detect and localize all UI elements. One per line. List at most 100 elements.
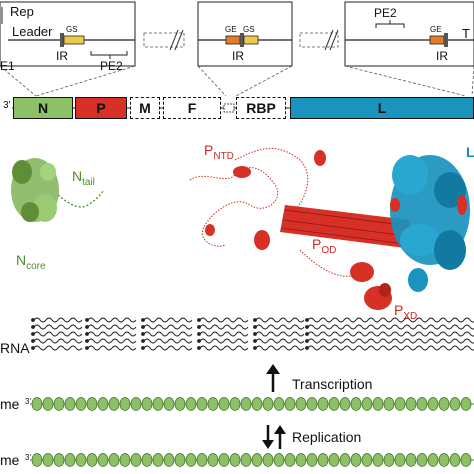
mrna-wave	[87, 345, 137, 351]
nucleoprotein-bead	[339, 453, 351, 467]
mrna-cap-dot	[141, 346, 145, 350]
mrna-cap-dot	[305, 339, 309, 343]
nucleoprotein-bead	[229, 453, 241, 467]
nucleoprotein-bead	[361, 397, 373, 411]
antigenome-3prime: 3'	[25, 453, 31, 462]
nucleoprotein-bead	[53, 397, 65, 411]
nucleoprotein-bead	[108, 453, 120, 467]
nucleoprotein-bead	[438, 453, 450, 467]
n-core-label: Ncore	[16, 252, 46, 272]
nucleoprotein-bead	[42, 397, 54, 411]
nucleoprotein-bead	[130, 453, 142, 467]
nucleoprotein-bead	[119, 397, 131, 411]
mrna-wave	[33, 331, 83, 337]
right-panel-box	[344, 1, 474, 67]
nucleoprotein-bead	[97, 397, 109, 411]
nucleoprotein-bead	[306, 453, 318, 467]
nucleoprotein-bead	[251, 453, 263, 467]
right-ge-block	[429, 35, 445, 45]
mrna-cap-dot	[31, 325, 35, 329]
mrna-cap-dot	[197, 325, 201, 329]
mrna-waves	[31, 317, 474, 351]
nucleoprotein-bead	[427, 453, 439, 467]
middle-ir-mark	[240, 33, 244, 47]
mrna-cap-dot	[141, 325, 145, 329]
nucleoprotein-bead	[218, 397, 230, 411]
nucleoprotein-bead	[75, 397, 87, 411]
trailer-label: T	[462, 26, 470, 41]
mrna-cap-dot	[141, 339, 145, 343]
middle-ge-label: GE	[225, 25, 237, 34]
l-label: L	[466, 144, 474, 160]
mrna-cap-dot	[253, 332, 257, 336]
gene-l: L	[290, 97, 474, 119]
middle-gs-block	[243, 35, 259, 45]
mrna-label: RNA	[0, 340, 30, 356]
mrna-cap-dot	[253, 325, 257, 329]
nucleoprotein-bead	[185, 453, 197, 467]
right-pe2-bracket	[375, 23, 405, 28]
nucleoprotein-bead	[207, 397, 219, 411]
nucleoprotein-bead	[460, 397, 472, 411]
mrna-cap-dot	[253, 346, 257, 350]
nucleoprotein-bead	[75, 453, 87, 467]
mrna-wave	[87, 331, 137, 337]
nucleoprotein-bead	[152, 397, 164, 411]
right-ir-label: IR	[436, 49, 448, 63]
p-protein-structure	[189, 147, 411, 310]
mrna-cap-dot	[305, 318, 309, 322]
nucleoprotein-bead	[229, 397, 241, 411]
right-ir-mark	[444, 33, 448, 47]
mrna-cap-dot	[141, 332, 145, 336]
nucleoprotein-bead	[152, 453, 164, 467]
nucleoprotein-bead	[416, 397, 428, 411]
nucleoprotein-bead	[240, 453, 252, 467]
gene-p: P	[75, 97, 127, 119]
mrna-wave	[255, 331, 305, 337]
mrna-wave	[255, 338, 305, 344]
nucleoprotein-bead	[273, 397, 285, 411]
middle-ir-label: IR	[232, 49, 244, 63]
genome-label: me	[0, 396, 20, 412]
p-ntd-label: PNTD	[204, 142, 234, 162]
nucleoprotein-bead	[438, 397, 450, 411]
nucleoprotein-bead	[240, 397, 252, 411]
nucleoprotein-bead	[284, 397, 296, 411]
nucleoprotein-bead	[295, 453, 307, 467]
mrna-wave	[87, 338, 137, 344]
nucleoprotein-bead	[416, 453, 428, 467]
mrna-wave	[307, 345, 474, 351]
transcription-label: Transcription	[292, 376, 373, 392]
mrna-wave	[307, 331, 474, 337]
mrna-wave	[143, 338, 193, 344]
nucleoprotein-bead	[262, 453, 274, 467]
replication-arrows	[262, 425, 286, 449]
nucleoprotein-bead	[174, 397, 186, 411]
nucleoprotein-bead	[64, 453, 76, 467]
mrna-wave	[143, 331, 193, 337]
mrna-cap-dot	[85, 318, 89, 322]
nucleoprotein-bead	[64, 397, 76, 411]
left-pe2-label: PE2	[100, 59, 123, 73]
antigenome-label: me	[0, 452, 20, 468]
nucleoprotein-bead	[141, 397, 153, 411]
nucleoprotein-bead	[405, 453, 417, 467]
mrna-wave	[307, 324, 474, 330]
nucleoprotein-bead	[449, 453, 461, 467]
mrna-wave	[33, 338, 83, 344]
p-xd-label: PXD	[394, 302, 418, 322]
mrna-wave	[143, 345, 193, 351]
nucleoprotein-bead	[295, 397, 307, 411]
mrna-wave	[33, 324, 83, 330]
mrna-cap-dot	[305, 325, 309, 329]
mrna-wave	[199, 345, 249, 351]
mrna-cap-dot	[85, 325, 89, 329]
mrna-cap-dot	[31, 332, 35, 336]
mrna-wave	[307, 317, 474, 323]
nucleoprotein-bead	[405, 397, 417, 411]
nucleoprotein-bead	[97, 453, 109, 467]
rep-label: Rep	[10, 4, 34, 19]
gene-f: F	[163, 97, 221, 119]
nucleoprotein-bead	[350, 453, 362, 467]
mrna-wave	[199, 338, 249, 344]
